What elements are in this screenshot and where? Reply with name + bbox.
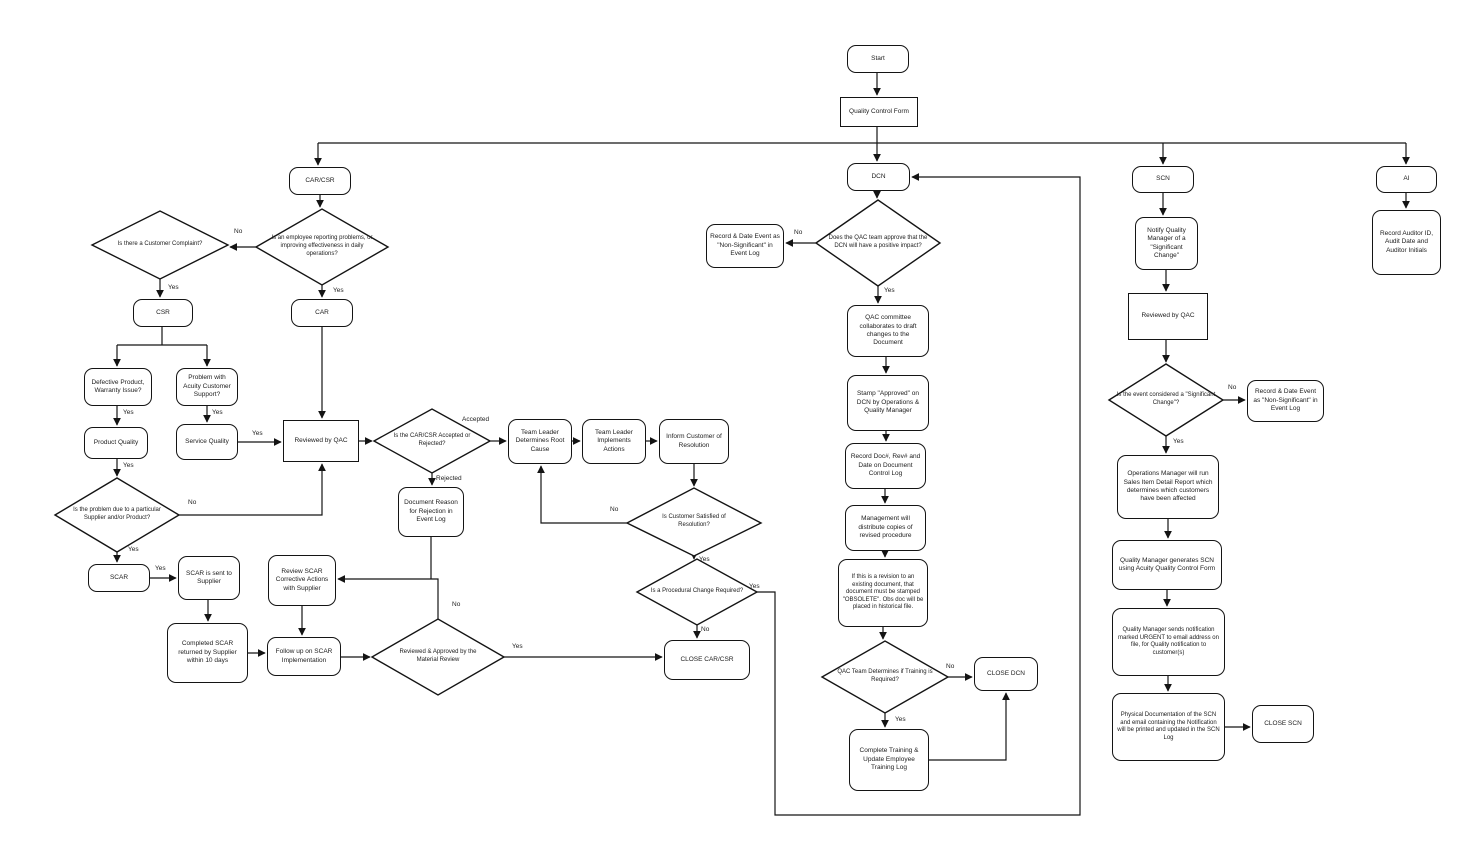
decision-customer-satisfied-shape xyxy=(625,487,763,557)
node-review-scar: Review SCAR Corrective Actions with Supp… xyxy=(268,555,336,606)
decision-dcn-approve-shape xyxy=(814,199,942,287)
node-record-nonsignificant-dcn: Record & Date Event as "Non-Significant"… xyxy=(706,224,784,268)
node-car-csr: CAR/CSR xyxy=(289,167,351,195)
edge-label-no: No xyxy=(701,626,710,633)
node-close-car-csr: CLOSE CAR/CSR xyxy=(664,640,750,680)
node-record-doc-rev: Record Doc#, Rev# and Date on Document C… xyxy=(845,443,926,489)
node-close-scn: CLOSE SCN xyxy=(1252,705,1314,743)
node-dcn: DCN xyxy=(847,163,910,191)
edge-label-no: No xyxy=(234,228,243,235)
edge-label-yes: Yes xyxy=(884,287,895,294)
node-completed-scar: Completed SCAR returned by Supplier with… xyxy=(167,623,248,683)
node-defective-product: Defective Product, Warranty Issue? xyxy=(84,368,152,406)
edge-label-yes: Yes xyxy=(895,716,906,723)
edge-label-no: No xyxy=(1228,384,1237,391)
edge-label-yes: Yes xyxy=(123,462,134,469)
edge-label-yes: Yes xyxy=(1173,438,1184,445)
decision-supplier-product-shape xyxy=(53,477,181,553)
node-management-distribute: Management will distribute copies of rev… xyxy=(845,505,926,551)
edge-label-yes: Yes xyxy=(749,583,760,590)
node-reviewed-by-qac: Reviewed by QAC xyxy=(283,420,359,462)
decision-training-required-shape xyxy=(820,640,950,714)
node-qm-generates-scn: Quality Manager generates SCN using Acui… xyxy=(1112,540,1222,590)
node-physical-documentation: Physical Documentation of the SCN and em… xyxy=(1112,693,1225,761)
node-start: Start xyxy=(847,45,909,73)
edge-label-yes: Yes xyxy=(155,565,166,572)
decision-significant-change-shape xyxy=(1107,363,1225,437)
node-document-reason: Document Reason for Rejection in Event L… xyxy=(398,487,464,537)
edge-label-yes: Yes xyxy=(512,643,523,650)
edge-label-no: No xyxy=(610,506,619,513)
node-quality-control-form: Quality Control Form xyxy=(840,97,918,127)
node-scn: SCN xyxy=(1132,166,1194,193)
decision-procedural-change-shape xyxy=(635,558,759,626)
decision-car-accepted-shape xyxy=(372,408,492,474)
node-qm-sends-notification: Quality Manager sends notification marke… xyxy=(1112,608,1225,676)
node-team-leader-actions: Team Leader Implements Actions xyxy=(582,419,646,464)
node-product-quality: Product Quality xyxy=(84,427,148,459)
edge-label-yes: Yes xyxy=(128,546,139,553)
node-stamp-approved: Stamp "Approved" on DCN by Operations & … xyxy=(847,375,929,431)
node-qac-committee: QAC committee collaborates to draft chan… xyxy=(847,305,929,357)
edge-label-no: No xyxy=(794,229,803,236)
node-team-leader-root-cause: Team Leader Determines Root Cause xyxy=(508,419,572,464)
node-problem-support: Problem with Acuity Customer Support? xyxy=(176,368,238,406)
edge-label-rejected: Rejected xyxy=(436,475,462,482)
node-scar: SCAR xyxy=(88,564,150,592)
edge-label-no: No xyxy=(188,499,197,506)
edge-label-yes: Yes xyxy=(168,284,179,291)
decision-employee-improvement-shape xyxy=(254,208,390,286)
node-car: CAR xyxy=(291,299,353,327)
edge-label-yes: Yes xyxy=(212,409,223,416)
edge-label-accepted: Accepted xyxy=(462,416,490,423)
node-csr: CSR xyxy=(133,299,193,327)
edge-label-yes: Yes xyxy=(699,556,710,563)
node-obsolete-stamp: If this is a revision to an existing doc… xyxy=(838,559,928,627)
node-service-quality: Service Quality xyxy=(176,424,238,460)
node-ai: AI xyxy=(1376,166,1437,193)
edge-label-yes: Yes xyxy=(252,430,263,437)
edge-label-no: No xyxy=(946,663,955,670)
node-reviewed-by-qac-scn: Reviewed by QAC xyxy=(1128,293,1208,340)
edge-label-yes: Yes xyxy=(333,287,344,294)
node-notify-quality-manager: Notify Quality Manager of a "Significant… xyxy=(1135,217,1198,270)
node-close-dcn: CLOSE DCN xyxy=(974,657,1038,691)
node-inform-customer: Inform Customer of Resolution xyxy=(659,419,729,464)
edge-label-no: No xyxy=(452,601,461,608)
decision-customer-complaint-shape xyxy=(90,210,230,280)
node-scar-sent: SCAR is sent to Supplier xyxy=(178,556,240,600)
node-follow-up-scar: Follow up on SCAR Implementation xyxy=(267,637,341,676)
node-record-nonsignificant-scn: Record & Date Event as "Non-Significant"… xyxy=(1247,380,1324,422)
node-complete-training: Complete Training & Update Employee Trai… xyxy=(849,729,929,791)
decision-material-review-shape xyxy=(370,618,506,696)
node-record-auditor: Record Auditor ID, Audit Date and Audito… xyxy=(1372,210,1441,275)
node-operations-manager-report: Operations Manager will run Sales Item D… xyxy=(1117,455,1219,519)
edge-label-yes: Yes xyxy=(123,409,134,416)
